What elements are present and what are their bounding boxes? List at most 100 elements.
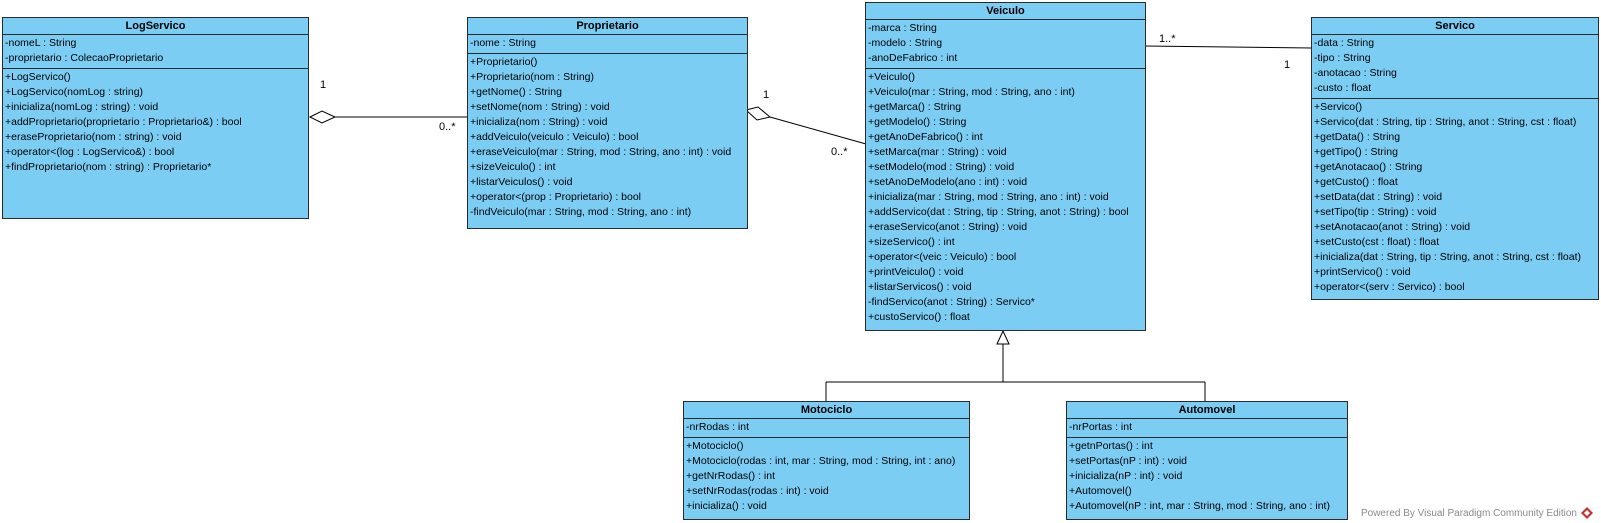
aggregation-diamond-log	[308, 110, 337, 124]
operation-row: +sizeServico() : int	[868, 236, 955, 248]
footer-watermark: Powered By Visual Paradigm Community Edi…	[1361, 507, 1593, 519]
operation-row: +getCusto() : float	[1314, 176, 1398, 188]
operation-row: +findProprietario(nom : string) : Propri…	[5, 161, 212, 173]
operation-row: +setModelo(mod : String) : void	[868, 161, 1015, 173]
multiplicity-prop-from-log: 0..*	[439, 121, 456, 133]
operation-row: +getAnoDeFabrico() : int	[868, 131, 983, 143]
attribute-row: -tipo : String	[1314, 52, 1371, 64]
operation-row: +operator<(prop : Proprietario) : bool	[470, 191, 642, 203]
operation-row: +operator<(log : LogServico&) : bool	[5, 146, 175, 158]
multiplicity-prop: 1	[763, 89, 770, 101]
operation-row: +inicializa(nom : String) : void	[470, 116, 608, 128]
class-automovel[interactable]: Automovel -nrPortas : int +getnPortas() …	[1066, 401, 1348, 520]
operation-row: +inicializa(mar : String, mod : String, …	[868, 191, 1109, 203]
class-title: Automovel	[1067, 402, 1347, 419]
attribute-compartment: -nomeL : String -proprietario : ColecaoP…	[3, 35, 308, 69]
attribute-compartment: -nrRodas : int	[684, 419, 969, 438]
attribute-row: -custo : float	[1314, 82, 1372, 94]
multiplicity-serv: 1	[1284, 59, 1291, 71]
operation-compartment: +Proprietario() +Proprietario(nom : Stri…	[468, 54, 747, 221]
class-veiculo[interactable]: Veiculo -marca : String -modelo : String…	[865, 2, 1146, 331]
generalization-arrow	[996, 329, 1010, 345]
operation-row: +addVeiculo(veiculo : Veiculo) : bool	[470, 131, 639, 143]
attribute-compartment: -nome : String	[468, 35, 747, 54]
operation-row: +printVeiculo() : void	[868, 266, 964, 278]
attribute-compartment: -nrPortas : int	[1067, 419, 1347, 438]
class-title: LogServico	[3, 18, 308, 35]
class-title: Veiculo	[866, 3, 1145, 20]
operation-row: +getModelo() : String	[868, 116, 967, 128]
operation-row: +getMarca() : String	[868, 101, 962, 113]
visual-paradigm-logo-icon	[1581, 507, 1593, 519]
operation-row: +listarVeiculos() : void	[470, 176, 573, 188]
class-servico[interactable]: Servico -data : String -tipo : String -a…	[1311, 17, 1599, 300]
operation-row: -findServico(anot : String) : Servico*	[868, 296, 1035, 308]
attribute-compartment: -data : String -tipo : String -anotacao …	[1312, 35, 1598, 99]
class-title: Motociclo	[684, 402, 969, 419]
class-title: Proprietario	[468, 18, 747, 35]
operation-compartment: +LogServico() +LogServico(nomLog : strin…	[3, 69, 308, 176]
operation-row: +setCusto(cst : float) : float	[1314, 236, 1440, 248]
operation-row: +eraseServico(anot : String) : void	[868, 221, 1028, 233]
attribute-row: -anotacao : String	[1314, 67, 1397, 79]
operation-row: +Proprietario(nom : String)	[470, 71, 595, 83]
attribute-row: -nome : String	[470, 37, 536, 49]
operation-row: +addProprietario(proprietario : Propriet…	[5, 116, 242, 128]
class-title: Servico	[1312, 18, 1598, 35]
operation-row: +addServico(dat : String, tip : String, …	[868, 206, 1129, 218]
operation-row: +getNome() : String	[470, 86, 562, 98]
class-logservico[interactable]: LogServico -nomeL : String -proprietario…	[2, 17, 309, 219]
operation-compartment: +Veiculo() +Veiculo(mar : String, mod : …	[866, 69, 1145, 326]
operation-row: +Veiculo(mar : String, mod : String, ano…	[868, 86, 1075, 98]
multiplicity-veic-to-serv: 1..*	[1159, 33, 1176, 45]
attribute-compartment: -marca : String -modelo : String -anoDeF…	[866, 20, 1145, 69]
operation-row: +setPortas(nP : int) : void	[1069, 455, 1187, 467]
operation-row: +setNrRodas(rodas : int) : void	[686, 485, 829, 497]
aggregation-diamond-proprietario	[744, 106, 772, 121]
operation-row: +inicializa() : void	[686, 500, 767, 512]
operation-row: +getTipo() : String	[1314, 146, 1398, 158]
multiplicity-veic-from-prop: 0..*	[831, 146, 848, 158]
operation-row: -findVeiculo(mar : String, mod : String,…	[470, 206, 692, 218]
operation-row: +setNome(nom : String) : void	[470, 101, 610, 113]
operation-row: +inicializa(nomLog : string) : void	[5, 101, 159, 113]
operation-row: +listarServicos() : void	[868, 281, 972, 293]
operation-row: +Motociclo()	[686, 440, 744, 452]
operation-row: +Proprietario()	[470, 56, 538, 68]
class-motociclo[interactable]: Motociclo -nrRodas : int +Motociclo() +M…	[683, 401, 970, 520]
attribute-row: -nrPortas : int	[1069, 421, 1133, 433]
operation-row: +operator<(serv : Servico) : bool	[1314, 281, 1465, 293]
operation-row: +getData() : String	[1314, 131, 1401, 143]
operation-row: +setData(dat : String) : void	[1314, 191, 1443, 203]
operation-row: +getnPortas() : int	[1069, 440, 1153, 452]
attribute-row: -nomeL : String	[5, 37, 77, 49]
class-proprietario[interactable]: Proprietario -nome : String +Proprietari…	[467, 17, 748, 229]
operation-compartment: +getnPortas() : int +setPortas(nP : int)…	[1067, 438, 1347, 515]
operation-row: +Motociclo(rodas : int, mar : String, mo…	[686, 455, 956, 467]
association-line-proprietario-veiculo	[769, 116, 867, 145]
attribute-row: -proprietario : ColecaoProprietario	[5, 52, 164, 64]
operation-row: +setAnoDeModelo(ano : int) : void	[868, 176, 1028, 188]
operation-row: +Veiculo()	[868, 71, 915, 83]
operation-row: +eraseVeiculo(mar : String, mod : String…	[470, 146, 732, 158]
operation-row: +sizeVeiculo() : int	[470, 161, 556, 173]
operation-row: +eraseProprietario(nom : string) : void	[5, 131, 182, 143]
operation-compartment: +Motociclo() +Motociclo(rodas : int, mar…	[684, 438, 969, 515]
operation-row: +inicializa(nP : int) : void	[1069, 470, 1183, 482]
operation-row: +Servico(dat : String, tip : String, ano…	[1314, 116, 1577, 128]
operation-row: +getAnotacao() : String	[1314, 161, 1423, 173]
operation-row: +LogServico(nomLog : string)	[5, 86, 144, 98]
operation-row: +Automovel(nP : int, mar : String, mod :…	[1069, 500, 1330, 512]
attribute-row: -nrRodas : int	[686, 421, 750, 433]
operation-row: +printServico() : void	[1314, 266, 1411, 278]
operation-row: +inicializa(dat : String, tip : String, …	[1314, 251, 1581, 263]
operation-row: +setAnotacao(anot : String) : void	[1314, 221, 1471, 233]
attribute-row: -modelo : String	[868, 37, 943, 49]
operation-row: +getNrRodas() : int	[686, 470, 775, 482]
operation-row: +setMarca(mar : String) : void	[868, 146, 1007, 158]
operation-row: +setTipo(tip : String) : void	[1314, 206, 1437, 218]
operation-row: +Servico()	[1314, 101, 1363, 113]
operation-row: +Automovel()	[1069, 485, 1132, 497]
footer-text: Powered By Visual Paradigm Community Edi…	[1360, 507, 1577, 519]
